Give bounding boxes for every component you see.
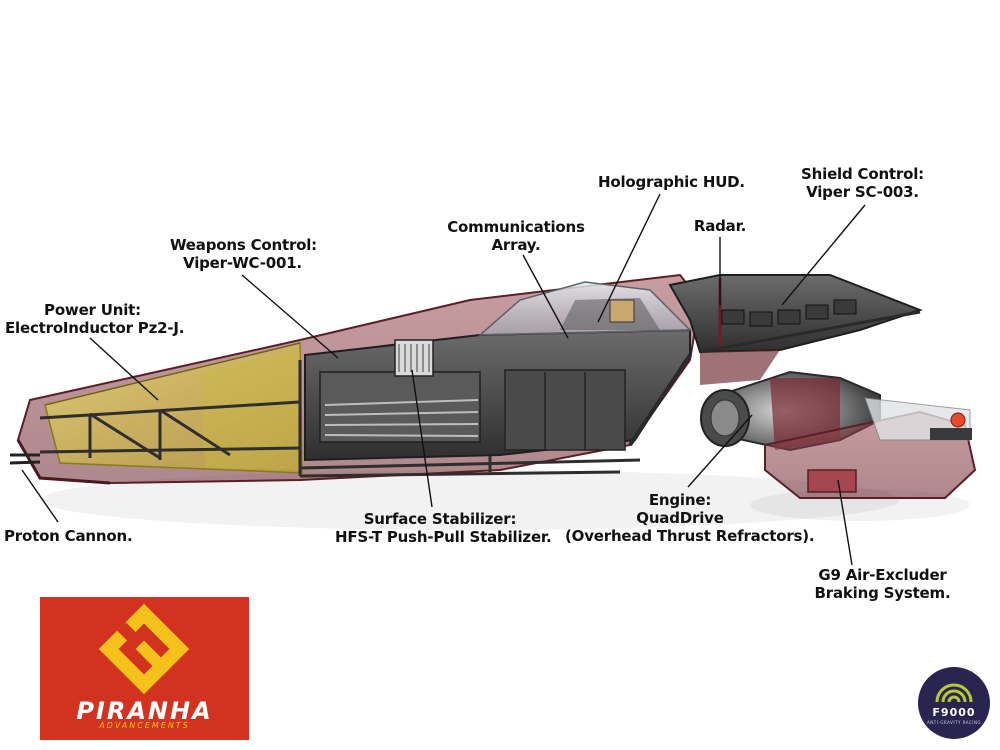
callout-line: Communications	[447, 218, 585, 236]
callout-line: QuadDrive	[636, 509, 724, 527]
callout-line: Surface Stabilizer:	[363, 510, 517, 528]
callout-line: Viper SC-003.	[806, 183, 919, 201]
callout-line: Viper-WC-001.	[183, 254, 302, 272]
central-body	[304, 328, 691, 462]
callout-shield-control: Shield Control: Viper SC-003.	[795, 165, 930, 201]
callout-radar: Radar.	[685, 217, 755, 235]
callout-engine: Engine: QuadDrive (Overhead Thrust Refra…	[565, 491, 815, 545]
callout-proton-cannon: Proton Cannon.	[4, 527, 133, 545]
callout-power-unit: Power Unit: ElectroInductor Pz2-J.	[5, 301, 185, 337]
callout-line: (Overhead Thrust Refractors).	[565, 527, 815, 545]
f9000-arc-badge-icon	[918, 667, 990, 739]
callout-line: Power Unit:	[44, 301, 141, 319]
callout-line: Weapons Control:	[170, 236, 317, 254]
callout-weapons-control: Weapons Control: Viper-WC-001.	[170, 236, 317, 272]
callout-line: Holographic HUD.	[598, 173, 745, 191]
leader-power-unit	[89, 337, 159, 401]
badge-subtitle: ANTI-GRAVITY RACING	[926, 720, 982, 725]
cockpit-canopy	[477, 281, 692, 336]
leader-weapons-control	[241, 274, 339, 359]
callout-line: HFS-T Push-Pull Stabilizer.	[335, 528, 552, 546]
nose-cone	[44, 342, 303, 474]
leader-surface-stabilizer	[411, 369, 433, 508]
leader-braking-system	[837, 479, 853, 566]
callout-holographic-hud: Holographic HUD.	[598, 173, 745, 191]
leader-communications	[522, 254, 569, 339]
rear-upper-deck	[668, 274, 923, 385]
f9000-badge: F9000 ANTI-GRAVITY RACING	[917, 666, 991, 740]
piranha-zigzag-logo-icon	[98, 603, 190, 695]
callout-line: Engine:	[648, 491, 712, 509]
callout-line: Braking System.	[814, 584, 951, 602]
callout-line: ElectroInductor Pz2-J.	[5, 319, 185, 337]
leader-lines	[21, 193, 866, 566]
callout-communications-array: Communications Array.	[446, 218, 586, 254]
callout-line: Array.	[491, 236, 541, 254]
leader-engine	[687, 414, 753, 488]
callout-surface-stabilizer: Surface Stabilizer: HFS-T Push-Pull Stab…	[335, 510, 552, 546]
logo-wordmark: PIRANHA	[76, 697, 213, 725]
callout-line: Proton Cannon.	[4, 527, 133, 545]
rear-brake-pod	[764, 397, 977, 499]
callout-braking-system: G9 Air-Excluder Braking System.	[810, 566, 955, 602]
callout-line: Radar.	[693, 217, 747, 235]
callout-line: G9 Air-Excluder	[818, 566, 947, 584]
callout-line: Shield Control:	[801, 165, 924, 183]
badge-wordmark: F9000	[932, 706, 976, 719]
leader-shield-control	[781, 204, 866, 306]
leader-proton-cannon	[21, 469, 59, 523]
logo-subtitle: ADVANCEMENTS	[99, 721, 190, 730]
leader-holographic-hud	[597, 193, 661, 323]
piranha-logo: PIRANHA ADVANCEMENTS	[40, 597, 249, 740]
struts-and-cannon	[9, 310, 921, 465]
